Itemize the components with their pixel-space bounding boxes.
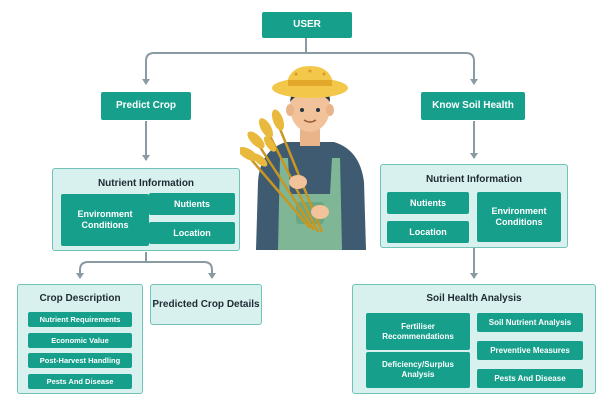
soil-preventive-measures: Preventive Measures xyxy=(477,341,583,360)
soil-pests-and-disease: Pests And Disease xyxy=(477,369,583,388)
left-nutients: Nutients xyxy=(149,193,235,215)
right-environment-conditions: Environment Conditions xyxy=(477,192,561,242)
right-location: Location xyxy=(387,221,469,243)
know-soil-health-node: Know Soil Health xyxy=(421,92,525,120)
left-nutrient-title: Nutrient Information xyxy=(97,178,195,189)
connector-to-know-soil xyxy=(306,52,478,85)
crop-description-title: Crop Description xyxy=(39,293,121,304)
right-nutrient-title: Nutrient Information xyxy=(425,174,523,185)
crop-item-economic-value: Economic Value xyxy=(28,333,132,348)
crop-description-panel: Crop Description Nutrient Requirements E… xyxy=(17,284,143,394)
soil-fertiliser-recommendations: Fertiliser Recommendations xyxy=(366,313,470,350)
left-nutrient-panel: Nutrient Information Environment Conditi… xyxy=(52,168,240,251)
left-environment-conditions: Environment Conditions xyxy=(61,194,149,246)
crop-item-post-harvest-handling: Post-Harvest Handling xyxy=(28,353,132,368)
farmer-holding-wheat-icon xyxy=(240,66,366,250)
right-nutrient-panel: Nutrient Information Nutients Environmen… xyxy=(380,164,568,248)
right-nutients: Nutients xyxy=(387,192,469,214)
predicted-crop-details-box: Predicted Crop Details xyxy=(150,284,262,325)
predict-crop-node: Predict Crop xyxy=(101,92,191,120)
crop-item-pests-and-disease: Pests And Disease xyxy=(28,374,132,389)
soil-nutrient-analysis: Soil Nutrient Analysis xyxy=(477,313,583,332)
connector-to-predicted-details xyxy=(146,261,216,279)
left-location: Location xyxy=(149,222,235,244)
connector-to-crop-description xyxy=(76,261,146,279)
soil-health-analysis-panel: Soil Health Analysis Fertiliser Recommen… xyxy=(352,284,596,394)
user-node: USER xyxy=(262,12,352,38)
soil-health-analysis-title: Soil Health Analysis xyxy=(426,293,522,304)
connector-to-predict-crop xyxy=(142,52,306,85)
crop-item-nutrient-requirements: Nutrient Requirements xyxy=(28,312,132,327)
soil-deficiency-surplus-analysis: Deficiency/Surplus Analysis xyxy=(366,352,470,388)
